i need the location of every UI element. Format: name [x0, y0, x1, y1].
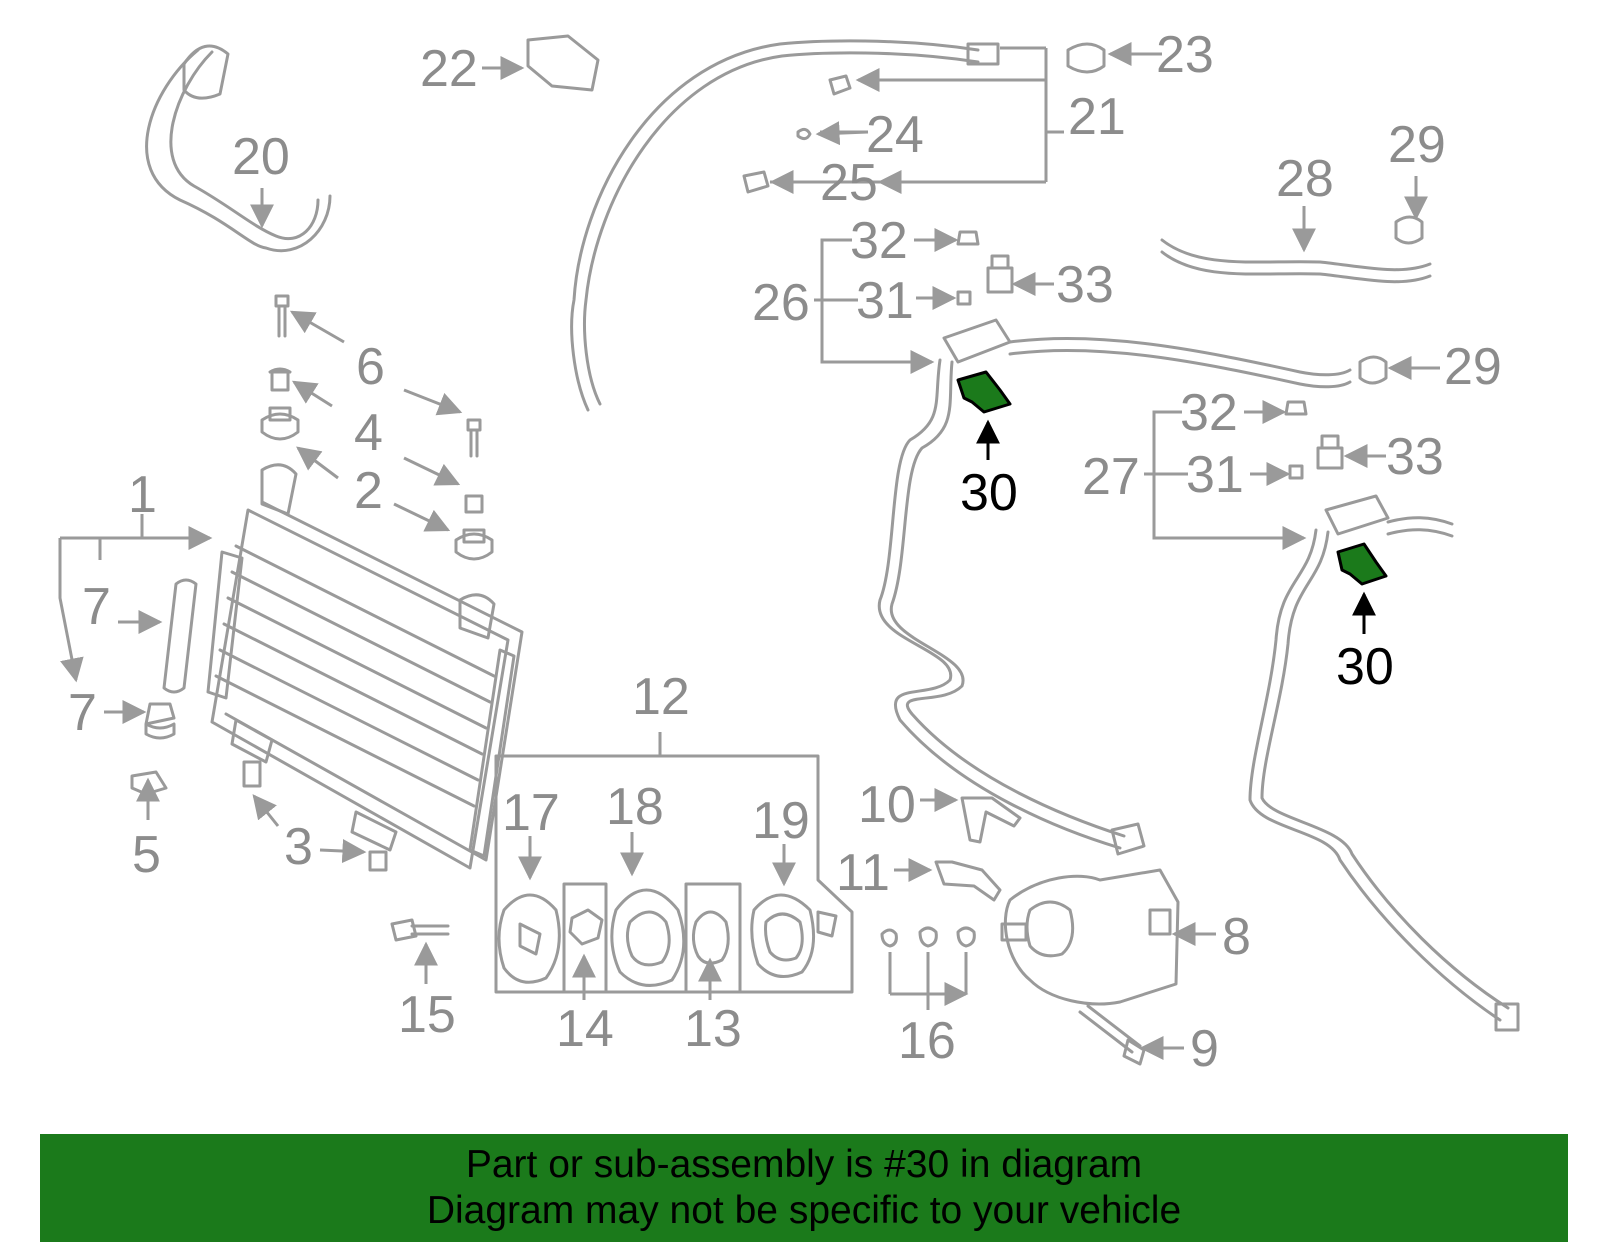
callout-12: 12 [632, 668, 690, 726]
callout-27: 27 [1082, 448, 1140, 506]
fitting-27-end [1494, 1002, 1520, 1032]
callout-20: 20 [232, 128, 290, 186]
tube-28 [1160, 238, 1432, 284]
fitting-26-end [1110, 822, 1146, 856]
callout-9: 9 [1190, 1020, 1219, 1078]
callout-13: 13 [684, 1000, 742, 1058]
bolt-lower [466, 418, 482, 458]
switch-33a [986, 254, 1014, 294]
callout-25: 25 [820, 154, 878, 212]
callout-32: 32 [850, 212, 908, 270]
cap-29a [1394, 215, 1424, 245]
callout-22: 22 [420, 40, 478, 98]
line-27-down [1248, 528, 1510, 1022]
cap-23 [1066, 42, 1106, 74]
callout-3: 3 [284, 818, 313, 876]
callout-16: 16 [898, 1012, 956, 1070]
callout-6: 6 [356, 338, 385, 396]
hub-17 [497, 893, 561, 984]
line-26 [1008, 336, 1352, 389]
grommet-3b [368, 850, 388, 872]
callout-11: 11 [836, 844, 890, 902]
callout-4: 4 [354, 404, 383, 462]
callout-7: 7 [68, 684, 97, 742]
callout-18: 18 [606, 778, 664, 836]
bracket-11 [934, 860, 1002, 902]
bracket-22 [526, 34, 600, 92]
leader-lines [60, 42, 1440, 1060]
cushion-upper [260, 406, 300, 441]
callout-24: 24 [866, 106, 924, 164]
shim-14 [568, 908, 604, 946]
block-27 [1324, 494, 1390, 536]
valve-32a [956, 230, 980, 246]
callout-29: 29 [1388, 116, 1446, 174]
info-banner: Part or sub-assembly is #30 in diagram D… [40, 1134, 1568, 1242]
callout-29: 29 [1444, 338, 1502, 396]
clutch-kit-box [494, 754, 854, 994]
pulley-18 [610, 888, 686, 987]
valve-31b [1288, 464, 1304, 480]
washer-16a [880, 928, 898, 948]
snap-ring-13 [691, 910, 730, 965]
bracket-30-upper[interactable] [956, 370, 1012, 414]
valve-31a [956, 290, 972, 306]
cushion-lower [454, 528, 494, 561]
callout-28: 28 [1276, 150, 1334, 208]
fitting-21a [966, 42, 1000, 66]
cap-29b [1358, 355, 1388, 385]
valve-32b [1284, 400, 1308, 416]
line-27 [1386, 516, 1454, 538]
oring-24 [796, 127, 812, 141]
line-26-down [877, 358, 1126, 850]
coil-19 [750, 893, 838, 978]
block-26 [942, 318, 1012, 364]
callout-14: 14 [556, 1000, 614, 1058]
banner-disclaimer-line: Diagram may not be specific to your vehi… [426, 1189, 1182, 1232]
callout-1: 1 [128, 466, 157, 524]
fitting-21b [828, 74, 852, 96]
condenser-assembly [206, 463, 524, 870]
callout-15: 15 [398, 986, 456, 1044]
callout-8: 8 [1222, 908, 1251, 966]
washer-16c [956, 926, 976, 948]
callout-23: 23 [1156, 26, 1214, 84]
callout-2: 2 [354, 462, 383, 520]
bolt-9 [1078, 1004, 1146, 1066]
hose-20-end [182, 44, 230, 100]
callout-21: 21 [1068, 88, 1126, 146]
bracket-30-lower[interactable] [1336, 542, 1388, 586]
washer-16b [918, 926, 938, 948]
callout-30-upper[interactable]: 30 [960, 464, 1018, 522]
banner-part-line: Part or sub-assembly is #30 in diagram [465, 1143, 1143, 1186]
callout-31: 31 [1186, 446, 1244, 504]
callout-7: 7 [82, 578, 111, 636]
cap-upper [268, 367, 292, 392]
bolt-upper [274, 294, 290, 338]
callout-26: 26 [752, 274, 810, 332]
callout-32: 32 [1180, 384, 1238, 442]
fitting-25 [742, 170, 770, 194]
callout-33: 33 [1386, 428, 1444, 486]
callout-31: 31 [856, 272, 914, 330]
hose-20 [145, 48, 332, 253]
callout-5: 5 [132, 826, 161, 884]
drier-cap [144, 702, 176, 740]
grommet-3a [242, 760, 262, 788]
callout-30-lower[interactable]: 30 [1336, 638, 1394, 696]
hose-21 [570, 39, 980, 412]
bracket-10 [960, 796, 1022, 844]
callout-19: 19 [752, 792, 810, 850]
receiver-drier [162, 578, 198, 694]
switch-33b [1316, 434, 1344, 470]
callout-10: 10 [858, 776, 916, 834]
callout-17: 17 [502, 784, 560, 842]
callout-33: 33 [1056, 256, 1114, 314]
compressor [1000, 868, 1180, 1006]
cap-lower [464, 494, 484, 514]
bolt-15 [390, 918, 450, 942]
